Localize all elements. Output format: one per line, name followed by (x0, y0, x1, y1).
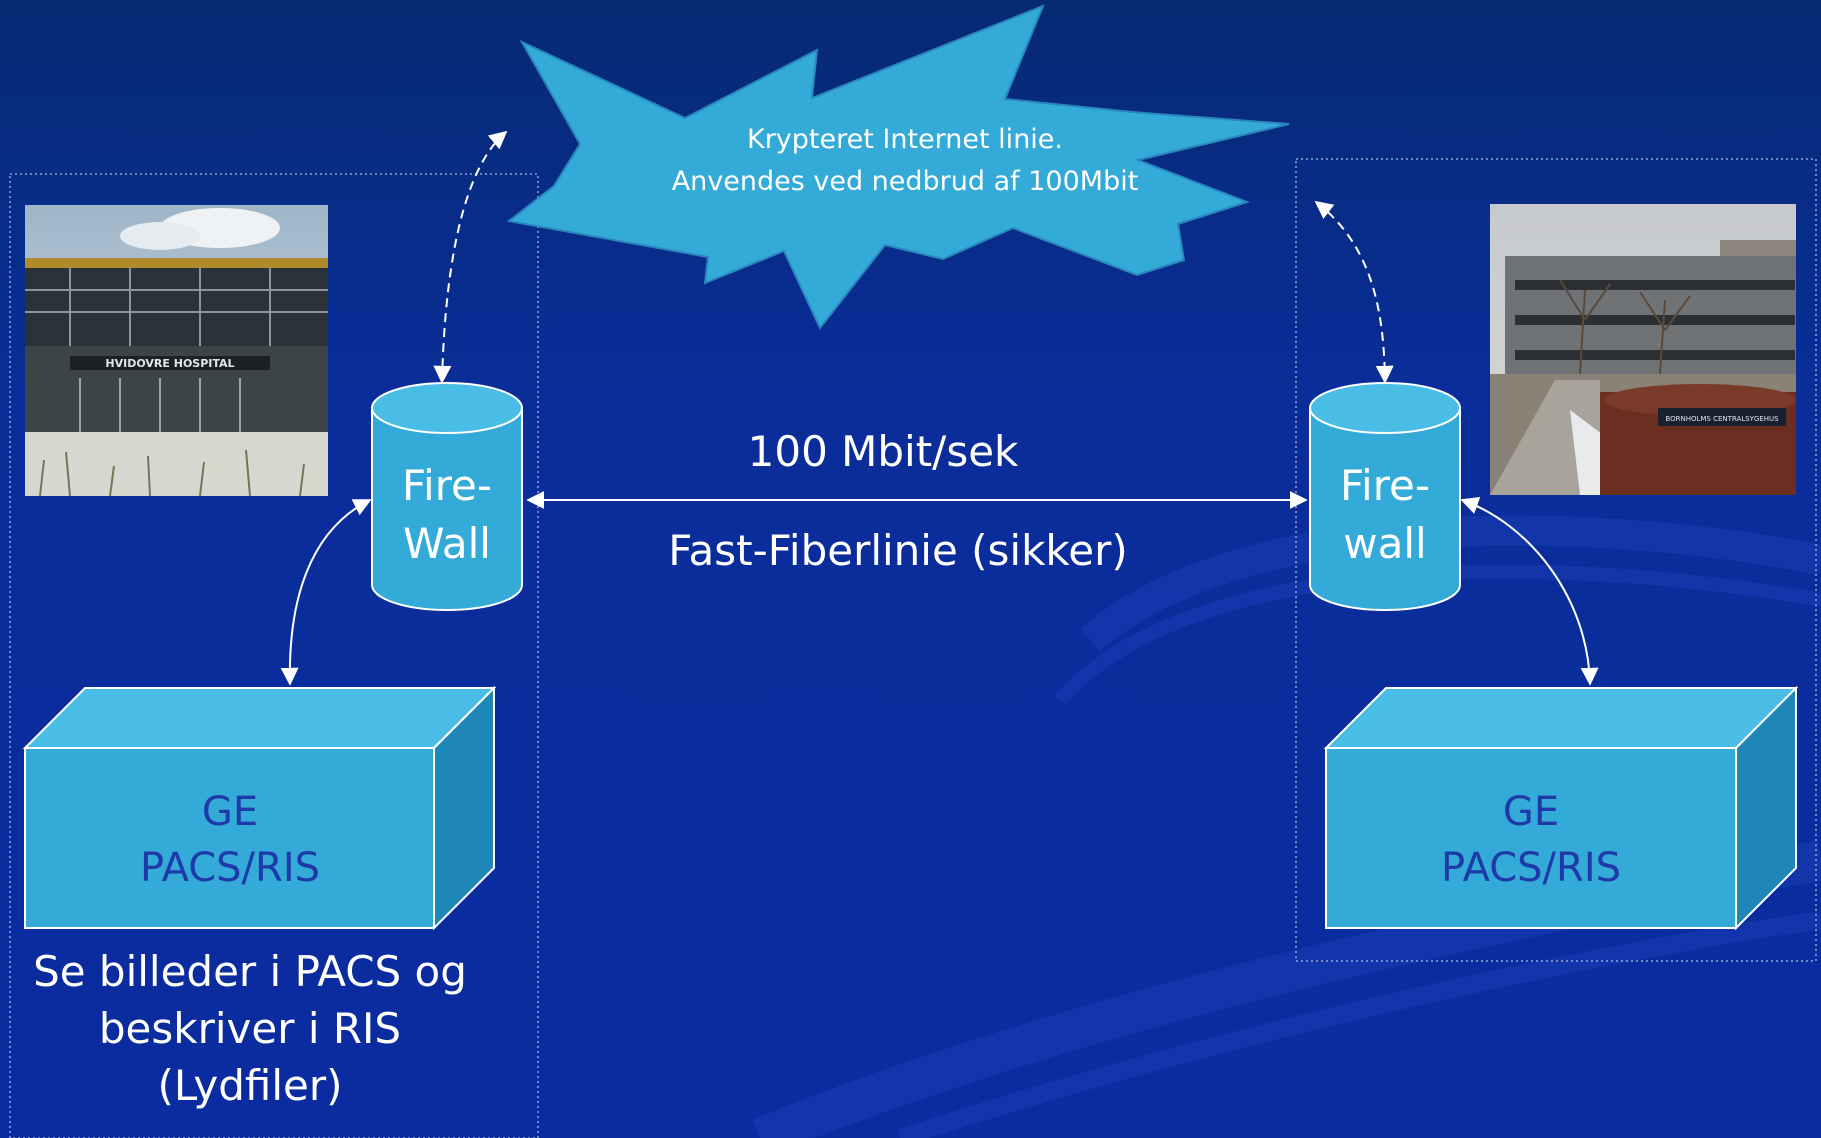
left-caption-line1: Se billeder i PACS og (33, 947, 467, 996)
left-site-frame (9, 173, 539, 1138)
right-firewall-label-line1: Fire- (1340, 461, 1430, 510)
left-firewall-label-line2: Wall (403, 519, 491, 568)
right-pacs-label-line1: GE (1503, 789, 1559, 835)
left-hospital-sign: HVIDOVRE HOSPITAL (105, 357, 234, 370)
link-type-label: Fast-Fiberlinie (sikker) (668, 526, 1127, 575)
right-hospital-photo: BORNHOLMS CENTRALSYGEHUS (1490, 204, 1796, 495)
left-hospital-photo: HVIDOVRE HOSPITAL (25, 205, 328, 497)
left-firewall-cylinder: Fire- Wall (371, 382, 523, 611)
left-internet-dashed-arrow (433, 130, 508, 384)
link-speed-label: 100 Mbit/sek (748, 427, 1019, 476)
left-firewall-label-line1: Fire- (402, 461, 492, 510)
right-pacs-label-line2: PACS/RIS (1441, 845, 1621, 891)
left-caption-line3: (Lydfiler) (157, 1061, 342, 1110)
internet-line-starburst (506, 4, 1290, 330)
right-firewall-label-line2: wall (1343, 519, 1426, 568)
left-firewall-pacs-arrow (280, 499, 372, 686)
right-pacs-box: GE PACS/RIS (1323, 685, 1799, 931)
left-pacs-label-line1: GE (202, 789, 258, 835)
cloud-label-line1: Krypteret Internet linie. (747, 124, 1063, 155)
left-pacs-box: GE PACS/RIS (22, 685, 497, 931)
left-caption-line2: beskriver i RIS (99, 1004, 401, 1053)
right-firewall-cylinder: Fire- wall (1309, 382, 1461, 611)
right-site-frame (1295, 158, 1817, 962)
left-pacs-label-line2: PACS/RIS (140, 845, 320, 891)
right-hospital-sign: BORNHOLMS CENTRALSYGEHUS (1665, 415, 1779, 423)
cloud-label-line2: Anvendes ved nedbrud af 100Mbit (672, 166, 1139, 197)
right-firewall-pacs-arrow (1460, 496, 1599, 686)
